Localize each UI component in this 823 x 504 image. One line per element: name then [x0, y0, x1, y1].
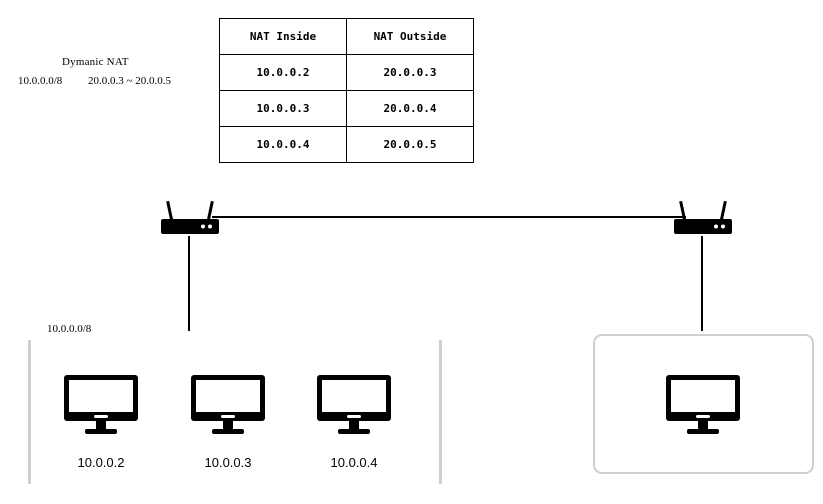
table-cell-inside: 10.0.0.3 — [219, 90, 347, 127]
table-header-outside: NAT Outside — [346, 18, 474, 55]
table-cell-outside: 20.0.0.5 — [346, 126, 474, 163]
table-cell-inside: 10.0.0.4 — [219, 126, 347, 163]
table-header-row: NAT Inside NAT Outside — [219, 18, 474, 55]
lan-uplink-left — [188, 236, 190, 331]
monitor-icon — [316, 374, 392, 438]
router-icon — [673, 197, 733, 237]
table-row: 10.0.0.2 20.0.0.3 — [219, 54, 474, 91]
table-row: 10.0.0.3 20.0.0.4 — [219, 90, 474, 127]
nat-outside-range: 20.0.0.3 ~ 20.0.0.5 — [88, 75, 171, 87]
lan-group-right-border — [439, 340, 442, 484]
table-cell-outside: 20.0.0.3 — [346, 54, 474, 91]
host-ip-label: 10.0.0.2 — [77, 455, 125, 470]
table-cell-inside: 10.0.0.2 — [219, 54, 347, 91]
table-cell-outside: 20.0.0.4 — [346, 90, 474, 127]
subnet-label: 10.0.0.0/8 — [47, 323, 92, 335]
host-ip-label: 10.0.0.4 — [330, 455, 378, 470]
lan-group-left-border — [28, 340, 31, 484]
table-row: 10.0.0.4 20.0.0.5 — [219, 126, 474, 163]
monitor-icon — [665, 374, 741, 438]
monitor-icon — [63, 374, 139, 438]
remote-network-box — [593, 334, 814, 474]
nat-table: NAT Inside NAT Outside 10.0.0.2 20.0.0.3… — [219, 18, 474, 163]
wan-link — [212, 216, 686, 218]
lan-uplink-right — [701, 236, 703, 331]
nat-title: Dymanic NAT — [62, 56, 129, 68]
monitor-icon — [190, 374, 266, 438]
table-header-inside: NAT Inside — [219, 18, 347, 55]
nat-inside-range: 10.0.0.0/8 — [18, 75, 63, 87]
host-ip-label: 10.0.0.3 — [204, 455, 252, 470]
router-icon — [160, 197, 220, 237]
